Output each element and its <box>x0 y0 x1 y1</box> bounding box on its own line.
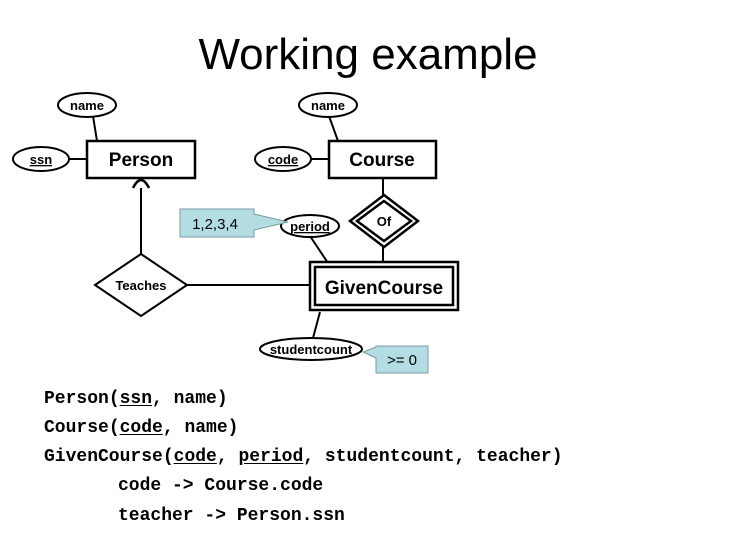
svg-text:Of: Of <box>377 214 392 229</box>
entity-given-course: GivenCourse <box>308 260 460 312</box>
svg-text:name: name <box>70 98 104 113</box>
key-code: code <box>119 418 163 438</box>
attr-studentcount: studentcount <box>259 337 363 361</box>
schema-person: Person(ssn, name) <box>44 389 228 409</box>
relationship-teaches: Teaches <box>93 252 189 318</box>
attr-person-ssn: ssn <box>12 146 70 172</box>
attr-person-name: name <box>57 92 117 118</box>
svg-text:name: name <box>311 98 345 113</box>
entity-course: Course <box>327 139 438 180</box>
note-period-values: 1,2,3,4 <box>179 208 289 238</box>
arrow-icon <box>131 178 151 189</box>
svg-text:ssn: ssn <box>30 152 52 167</box>
svg-text:GivenCourse: GivenCourse <box>325 278 443 299</box>
key-ssn: ssn <box>119 389 153 409</box>
svg-text:1,2,3,4: 1,2,3,4 <box>192 216 238 233</box>
svg-text:Person: Person <box>109 150 173 171</box>
reference-code: code -> Course.code <box>118 476 324 496</box>
er-diagram: Person Course GivenCourse name ssn name … <box>12 92 460 374</box>
svg-text:>= 0: >= 0 <box>387 352 417 369</box>
attr-course-name: name <box>298 92 358 118</box>
svg-text:Course: Course <box>349 150 414 171</box>
svg-text:code: code <box>268 152 298 167</box>
connector-lines <box>56 115 384 339</box>
key-code: code <box>173 447 217 467</box>
attr-period: period <box>280 214 340 238</box>
svg-text:period: period <box>290 219 330 234</box>
svg-text:studentcount: studentcount <box>270 342 353 357</box>
schema-course: Course(code, name) <box>44 418 239 438</box>
svg-text:Teaches: Teaches <box>115 278 166 293</box>
page-title: Working example <box>198 30 538 79</box>
entity-person: Person <box>85 139 197 180</box>
key-period: period <box>238 447 304 467</box>
schema-given-course: GivenCourse(code, period, studentcount, … <box>44 447 563 467</box>
reference-teacher: teacher -> Person.ssn <box>118 506 345 526</box>
note-studentcount-constraint: >= 0 <box>361 345 429 374</box>
attr-course-code: code <box>254 146 312 172</box>
relationship-of: Of <box>347 193 421 249</box>
